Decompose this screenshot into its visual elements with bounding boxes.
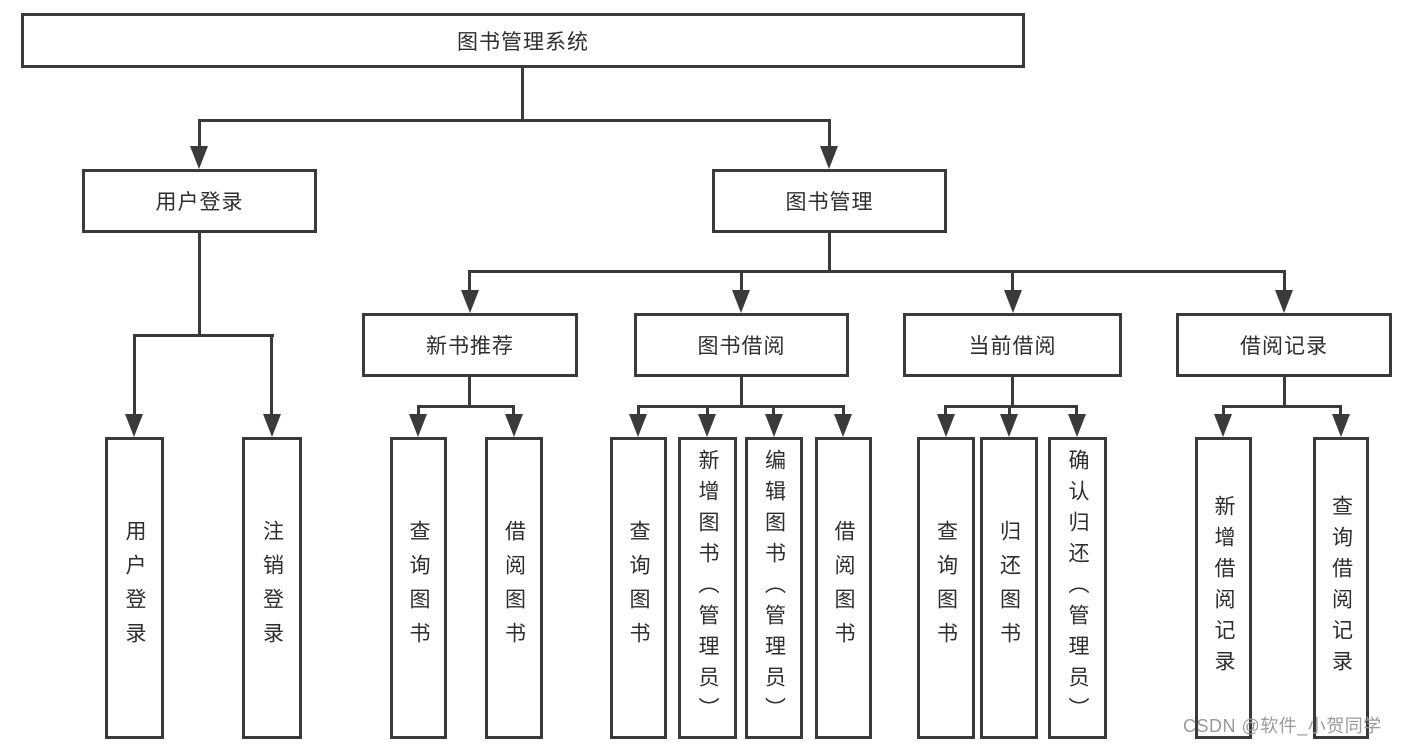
leaf-borrow-books-recommend: 借阅图书 bbox=[485, 437, 543, 739]
connector-line bbox=[1222, 405, 1225, 415]
leaf-query-books-current: 查询图书 bbox=[917, 437, 975, 739]
node-library-system-label: 图书管理系统 bbox=[457, 30, 589, 54]
arrow-down-icon bbox=[263, 414, 281, 437]
connector-line bbox=[637, 405, 640, 415]
leaf-logout: 注销登录 bbox=[242, 437, 302, 739]
arrow-down-icon bbox=[698, 414, 716, 437]
node-user-login-label: 用户登录 bbox=[155, 191, 244, 214]
leaf-query-books-current-label: 查询图书 bbox=[934, 520, 958, 656]
arrow-down-icon bbox=[629, 414, 647, 437]
connector-line bbox=[468, 270, 1285, 273]
connector-line bbox=[198, 233, 201, 335]
arrow-down-icon bbox=[1068, 414, 1086, 437]
arrow-down-icon bbox=[409, 414, 427, 437]
leaf-query-books-recommend-label: 查询图书 bbox=[407, 520, 430, 656]
connector-line bbox=[468, 270, 471, 291]
node-book-borrowing: 图书借阅 bbox=[634, 313, 849, 377]
connector-line bbox=[1283, 377, 1286, 406]
connector-line bbox=[133, 334, 136, 415]
node-user-login: 用户登录 bbox=[82, 169, 317, 233]
arrow-down-icon bbox=[937, 414, 955, 437]
arrow-down-icon bbox=[1275, 290, 1293, 313]
connector-line bbox=[521, 68, 524, 120]
connector-line bbox=[1011, 270, 1014, 291]
connector-line bbox=[944, 405, 1078, 408]
leaf-query-borrow-record: 查询借阅记录 bbox=[1313, 437, 1369, 739]
node-library-system: 图书管理系统 bbox=[21, 13, 1025, 68]
leaf-logout-label: 注销登录 bbox=[260, 520, 284, 656]
connector-line bbox=[417, 405, 420, 415]
arrow-down-icon bbox=[765, 414, 783, 437]
arrow-down-icon bbox=[732, 290, 750, 313]
connector-line bbox=[1339, 405, 1342, 415]
leaf-add-books-admin: 新增图书（管理员） bbox=[678, 437, 737, 739]
leaf-user-login: 用户登录 bbox=[105, 437, 164, 739]
arrow-down-icon bbox=[505, 414, 523, 437]
leaf-confirm-return-admin-label: 确认归还（管理员） bbox=[1066, 448, 1089, 728]
connector-line bbox=[772, 405, 775, 415]
connector-line bbox=[944, 405, 947, 415]
node-current-borrowing: 当前借阅 bbox=[903, 313, 1122, 377]
leaf-confirm-return-admin: 确认归还（管理员） bbox=[1048, 437, 1107, 739]
connector-line bbox=[706, 405, 709, 415]
leaf-query-books-borrow: 查询图书 bbox=[610, 437, 667, 739]
connector-line bbox=[828, 119, 831, 147]
connector-line bbox=[740, 270, 743, 291]
leaf-return-books: 归还图书 bbox=[980, 437, 1038, 739]
node-new-book-recommend: 新书推荐 bbox=[362, 313, 578, 377]
node-book-borrowing-label: 图书借阅 bbox=[697, 335, 786, 358]
node-book-management: 图书管理 bbox=[712, 169, 947, 233]
arrow-down-icon bbox=[820, 146, 838, 169]
arrow-down-icon bbox=[1332, 414, 1350, 437]
csdn-watermark: CSDN @软件_小贺同学 bbox=[1183, 716, 1382, 736]
node-borrowing-records: 借阅记录 bbox=[1176, 313, 1392, 377]
arrow-down-icon bbox=[461, 290, 479, 313]
leaf-borrow-books-label: 借阅图书 bbox=[832, 520, 855, 656]
connector-line bbox=[842, 405, 845, 415]
connector-line bbox=[1008, 405, 1011, 415]
connector-line bbox=[1222, 405, 1342, 408]
node-book-management-label: 图书管理 bbox=[785, 191, 874, 214]
arrow-down-icon bbox=[1000, 414, 1018, 437]
node-borrowing-records-label: 借阅记录 bbox=[1240, 335, 1328, 358]
connector-line bbox=[1011, 377, 1014, 406]
leaf-query-books-recommend: 查询图书 bbox=[390, 437, 447, 739]
leaf-return-books-label: 归还图书 bbox=[997, 520, 1021, 656]
connector-line bbox=[637, 405, 844, 408]
leaf-borrow-books: 借阅图书 bbox=[815, 437, 872, 739]
leaf-edit-books-admin-label: 编辑图书（管理员） bbox=[762, 448, 786, 728]
connector-line bbox=[740, 377, 743, 406]
leaf-query-books-borrow-label: 查询图书 bbox=[627, 520, 650, 656]
connector-line bbox=[1283, 270, 1286, 291]
leaf-add-borrow-record-label: 新增借阅记录 bbox=[1212, 495, 1235, 681]
node-new-book-recommend-label: 新书推荐 bbox=[426, 335, 514, 358]
arrow-down-icon bbox=[834, 414, 852, 437]
leaf-add-borrow-record: 新增借阅记录 bbox=[1195, 437, 1252, 739]
leaf-edit-books-admin: 编辑图书（管理员） bbox=[745, 437, 803, 739]
arrow-down-icon bbox=[1004, 290, 1022, 313]
connector-line bbox=[198, 119, 830, 122]
leaf-add-books-admin-label: 新增图书（管理员） bbox=[696, 448, 719, 728]
leaf-user-login-label: 用户登录 bbox=[123, 520, 146, 656]
connector-line bbox=[828, 233, 831, 271]
connector-line bbox=[417, 405, 515, 408]
connector-line bbox=[468, 377, 471, 406]
connector-line bbox=[198, 119, 201, 147]
leaf-query-borrow-record-label: 查询借阅记录 bbox=[1329, 495, 1353, 681]
node-current-borrowing-label: 当前借阅 bbox=[968, 335, 1057, 358]
arrow-down-icon bbox=[190, 146, 208, 169]
arrow-down-icon bbox=[125, 414, 143, 437]
connector-line bbox=[1075, 405, 1078, 415]
connector-line bbox=[133, 334, 274, 337]
arrow-down-icon bbox=[1214, 414, 1232, 437]
connector-line bbox=[270, 334, 273, 415]
leaf-borrow-books-recommend-label: 借阅图书 bbox=[502, 520, 526, 656]
connector-line bbox=[512, 405, 515, 415]
